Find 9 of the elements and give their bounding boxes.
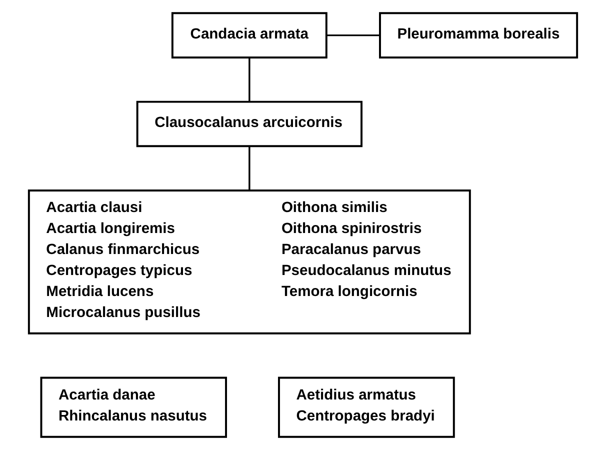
node-box: Candacia armata [170,12,327,58]
connector [248,146,250,190]
node-box: Pleuromamma borealis [378,12,578,58]
node-box: Clausocalanus arcuicornis [136,100,362,148]
connector [326,34,380,36]
connector [248,58,250,102]
node-box: Acartia clausi Oithona similis Acartia longiremis Oithona spinirostris Calanus finmarchicus Paracalanus parvus Centropages typicus Pseudocalanus minutus Metridia lucens Temora longicornis Microcalanus pusillus [27,190,470,334]
node-box: Acartia danae Rhincalanus nasutus [40,376,226,438]
node-box: Aetidius armatus Centropages bradyi [278,376,454,438]
